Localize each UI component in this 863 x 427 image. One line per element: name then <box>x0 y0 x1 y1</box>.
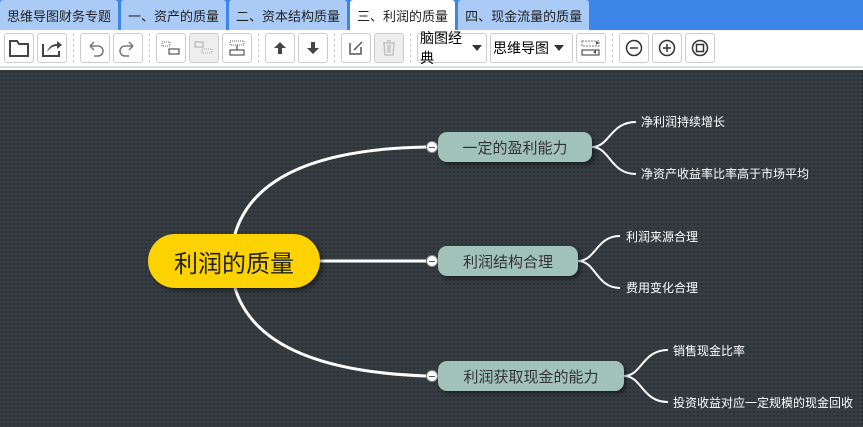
leaf-node[interactable]: 投资收益对应一定规模的现金回收 <box>673 396 854 410</box>
edit-button[interactable] <box>341 33 371 63</box>
add-sibling-icon <box>194 41 213 54</box>
caret-down-icon <box>472 45 482 51</box>
divider <box>334 33 335 63</box>
zoom-in-icon <box>658 39 676 57</box>
add-sibling-button[interactable] <box>189 33 219 63</box>
arrow-down-icon <box>307 42 319 54</box>
divider <box>258 33 259 63</box>
connector-line <box>233 145 427 235</box>
root-node[interactable]: 利润的质量 <box>148 234 320 288</box>
tab-cashflow-quality[interactable]: 四、现金流量的质量 <box>458 0 590 30</box>
layout-select[interactable]: 脑图经典 <box>417 31 487 67</box>
branch-node-cash-ability[interactable]: 利润获取现金的能力 <box>438 361 624 391</box>
open-button[interactable] <box>4 33 34 63</box>
divider <box>612 33 613 63</box>
layout-select-value: 脑图经典 <box>420 31 462 67</box>
toolbar: 脑图经典 思维导图 <box>0 30 863 68</box>
connector-line <box>577 235 621 262</box>
fit-view-icon <box>691 39 709 57</box>
tab-asset-quality[interactable]: 一、资产的质量 <box>121 0 227 30</box>
connector-line <box>623 349 669 377</box>
add-child-button[interactable] <box>156 33 186 63</box>
collapse-toggle[interactable] <box>426 370 438 382</box>
add-parent-icon <box>229 40 245 56</box>
layout-switch-icon <box>581 40 600 56</box>
connectors <box>233 121 669 403</box>
share-icon <box>42 41 62 57</box>
caret-down-icon <box>554 45 564 51</box>
leaf-node[interactable]: 净资产收益率比率高于市场平均 <box>641 167 810 181</box>
tab-bar: 思维导图财务专题 一、资产的质量 二、资本结构质量 三、利润的质量 四、现金流量… <box>0 0 863 30</box>
leaf-node[interactable]: 利润来源合理 <box>626 230 699 244</box>
undo-icon <box>89 41 104 57</box>
move-up-button[interactable] <box>265 33 295 63</box>
redo-icon <box>119 41 134 57</box>
leaf-node[interactable]: 销售现金比率 <box>673 344 746 358</box>
zoom-in-button[interactable] <box>652 33 682 63</box>
tab-capital-structure[interactable]: 二、资本结构质量 <box>229 0 348 30</box>
connector-line <box>623 375 669 403</box>
fit-view-button[interactable] <box>685 33 715 63</box>
connector-line <box>577 260 621 289</box>
edit-icon <box>349 41 363 55</box>
collapse-toggle[interactable] <box>426 141 438 153</box>
delete-button[interactable] <box>374 33 404 63</box>
arrow-up-icon <box>274 42 286 54</box>
connector-line <box>591 146 637 175</box>
connector-line <box>233 287 427 378</box>
zoom-out-button[interactable] <box>619 33 649 63</box>
tab-profit-quality[interactable]: 三、利润的质量 <box>350 0 456 30</box>
collapse-toggle[interactable] <box>426 255 438 267</box>
undo-button[interactable] <box>80 33 110 63</box>
leaf-node[interactable]: 净利润持续增长 <box>641 115 726 129</box>
divider <box>149 33 150 63</box>
mindmap-canvas[interactable]: 利润的质量 一定的盈利能力 利润结构合理 利润获取现金的能力 净利润持续增长 净… <box>0 70 863 427</box>
add-child-icon <box>161 41 180 55</box>
folder-icon <box>9 40 29 57</box>
redo-button[interactable] <box>113 33 143 63</box>
toggle-layout-button[interactable] <box>576 33 606 63</box>
move-down-button[interactable] <box>298 33 328 63</box>
branch-node-profitability[interactable]: 一定的盈利能力 <box>438 132 592 162</box>
branch-node-profit-structure[interactable]: 利润结构合理 <box>438 246 578 276</box>
export-button[interactable] <box>37 33 67 63</box>
tab-mindmap-finance[interactable]: 思维导图财务专题 <box>0 0 119 30</box>
map-type-select-value: 思维导图 <box>493 41 549 57</box>
zoom-out-icon <box>625 39 643 57</box>
divider <box>410 33 411 63</box>
connector-line <box>591 121 637 148</box>
map-type-select[interactable]: 思维导图 <box>490 33 573 63</box>
leaf-node[interactable]: 费用变化合理 <box>626 281 699 295</box>
add-parent-button[interactable] <box>222 33 252 63</box>
trash-icon <box>383 40 395 56</box>
divider <box>73 33 74 63</box>
